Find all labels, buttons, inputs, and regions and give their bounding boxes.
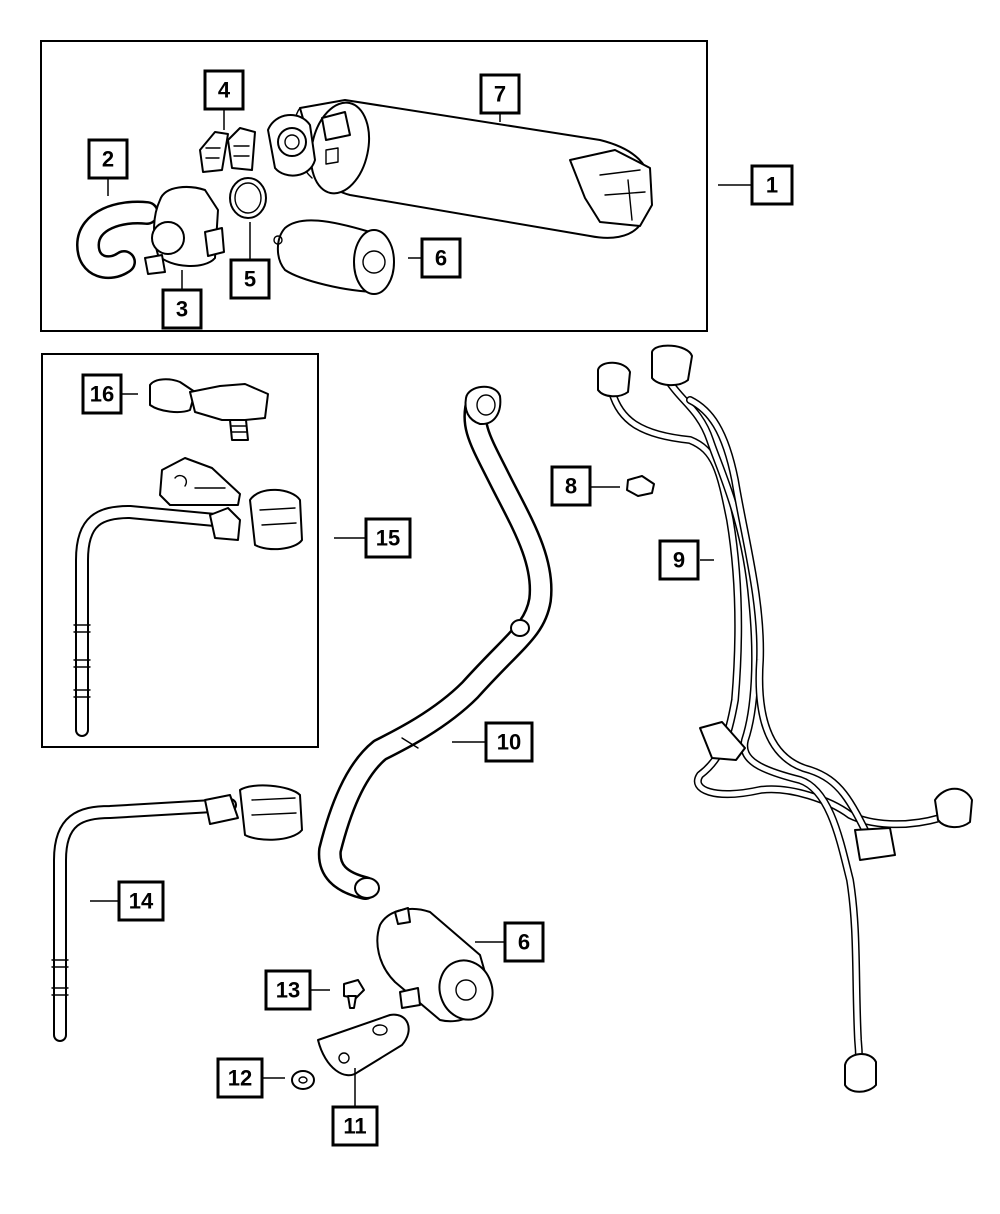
callout-14-text: 14 xyxy=(129,889,154,914)
tube-part-10 xyxy=(317,385,553,900)
bracket-part-11 xyxy=(317,1013,410,1077)
callout-12: 12 xyxy=(216,1057,264,1099)
callout-5: 5 xyxy=(229,258,271,300)
group-frame-1 xyxy=(40,40,708,332)
callout-16-text: 16 xyxy=(90,382,114,407)
callout-4-text: 4 xyxy=(218,78,231,103)
callout-9-text: 9 xyxy=(673,548,685,573)
canister-part-7 xyxy=(267,99,653,239)
callout-2-text: 2 xyxy=(102,147,114,172)
callout-10-text: 10 xyxy=(497,730,521,755)
lines-part-9 xyxy=(597,344,973,1093)
callout-6-upper-text: 6 xyxy=(435,246,447,271)
callout-13-text: 13 xyxy=(276,978,300,1003)
callout-15-text: 15 xyxy=(376,526,400,551)
hose-part-2 xyxy=(76,200,159,280)
nut-part-12 xyxy=(291,1070,315,1090)
callout-15: 15 xyxy=(364,517,412,559)
o-ring-part-5 xyxy=(229,177,267,219)
callout-11-text: 11 xyxy=(343,1114,366,1139)
callout-12-text: 12 xyxy=(228,1066,252,1091)
callout-11: 11 xyxy=(331,1105,379,1147)
callout-7: 7 xyxy=(479,73,521,115)
callout-8: 8 xyxy=(550,465,592,507)
callout-4: 4 xyxy=(203,69,245,111)
filter-part-6-upper xyxy=(273,219,395,295)
callout-10: 10 xyxy=(484,721,534,763)
line-part-15 xyxy=(73,457,303,737)
leader-lines xyxy=(90,110,752,1108)
callout-6-lower-text: 6 xyxy=(518,930,530,955)
line-part-14 xyxy=(51,784,303,1042)
callout-2: 2 xyxy=(87,138,129,180)
group-frame-15 xyxy=(41,353,319,748)
filter-part-6-lower xyxy=(376,907,494,1023)
sensor-part-16 xyxy=(149,378,269,441)
callout-8-text: 8 xyxy=(565,474,577,499)
callout-1: 1 xyxy=(750,164,794,206)
clip-part-4 xyxy=(199,127,256,173)
callout-16: 16 xyxy=(81,373,123,415)
nut-part-8 xyxy=(626,475,655,497)
callout-6-lower: 6 xyxy=(503,921,545,963)
callout-5-text: 5 xyxy=(244,267,256,292)
callout-7-text: 7 xyxy=(494,82,506,107)
valve-part-3 xyxy=(144,186,225,275)
callout-9: 9 xyxy=(658,539,700,581)
callout-14: 14 xyxy=(117,880,165,922)
bolt-part-13 xyxy=(343,979,365,1009)
callout-13: 13 xyxy=(264,969,312,1011)
callout-1-text: 1 xyxy=(766,173,778,198)
callout-6-upper: 6 xyxy=(420,237,462,279)
callout-3-text: 3 xyxy=(176,297,188,322)
callout-3: 3 xyxy=(161,288,203,330)
